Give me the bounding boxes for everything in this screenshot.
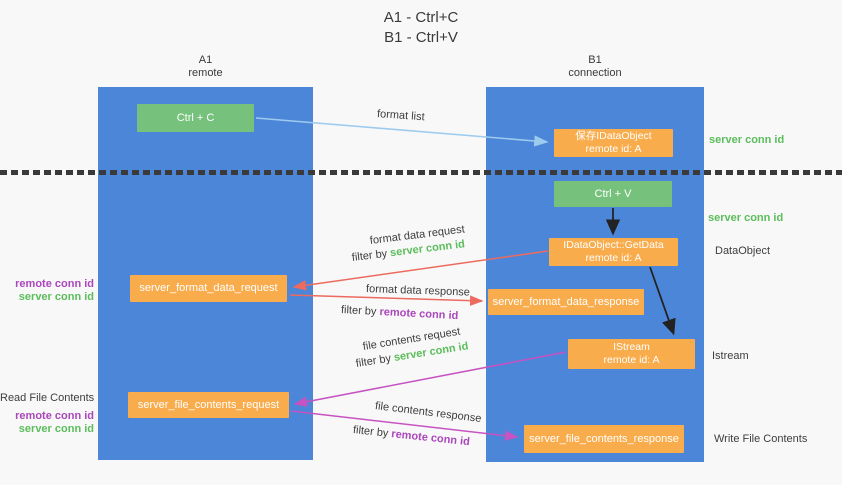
ctrl-v-label: Ctrl + V bbox=[594, 187, 632, 200]
dataobject-annotation: DataObject bbox=[715, 245, 771, 257]
left-conn-id-group-1: remote conn id server conn id bbox=[0, 278, 94, 304]
save-idataobject-line1: 保存IDataObject bbox=[575, 130, 652, 142]
server-file-contents-request-node: server_file_contents_request bbox=[128, 392, 289, 418]
server-conn-id-annotation-1: server conn id bbox=[18, 291, 94, 303]
ctrl-c-node: Ctrl + C bbox=[137, 104, 254, 132]
save-idataobject-node: 保存IDataObject remote id: A bbox=[554, 129, 673, 157]
read-file-contents-annotation: Read File Contents bbox=[0, 392, 95, 404]
server-format-data-request-label: server_format_data_request bbox=[139, 282, 278, 294]
write-file-contents-annotation: Write File Contents bbox=[714, 433, 808, 445]
server-format-data-request-node: server_format_data_request bbox=[130, 275, 287, 302]
save-idataobject-line2: remote id: A bbox=[585, 143, 642, 155]
server-file-contents-response-label: server_file_contents_response bbox=[529, 432, 679, 445]
getdata-to-istream-arrow bbox=[649, 266, 676, 336]
server-format-data-response-node: server_format_data_response bbox=[488, 289, 644, 315]
ctrl-c-label: Ctrl + C bbox=[176, 111, 215, 124]
server-conn-id-annotation-top: server conn id bbox=[709, 134, 785, 146]
title-line-1: A1 - Ctrl+C bbox=[383, 9, 459, 26]
getdata-line1: IDataObject::GetData bbox=[563, 239, 664, 251]
session-separator-dashed-line bbox=[0, 170, 842, 175]
column-a-subtitle: remote bbox=[188, 67, 223, 79]
server-conn-id-annotation-2: server conn id bbox=[18, 423, 94, 435]
idataobject-getdata-node: IDataObject::GetData remote id: A bbox=[549, 238, 678, 266]
remote-conn-id-annotation-1: remote conn id bbox=[15, 278, 94, 290]
format-data-request-arrow bbox=[292, 250, 549, 291]
istream-line2: remote id: A bbox=[603, 354, 660, 366]
istream-annotation: Istream bbox=[712, 350, 749, 362]
title-line-2: B1 - Ctrl+V bbox=[384, 29, 458, 46]
remote-conn-id-annotation-2: remote conn id bbox=[15, 410, 94, 422]
server-file-contents-response-node: server_file_contents_response bbox=[524, 425, 684, 453]
format-data-response-arrow bbox=[289, 294, 484, 306]
filter-by-text: filter by bbox=[352, 424, 389, 440]
server-format-data-response-label: server_format_data_response bbox=[492, 295, 640, 308]
istream-line1: IStream bbox=[613, 341, 650, 353]
left-conn-id-group-2: remote conn id server conn id bbox=[0, 410, 94, 436]
server-conn-id-annotation-mid: server conn id bbox=[708, 212, 784, 224]
filter-by-text: filter by bbox=[340, 304, 377, 318]
format-list-arrow bbox=[255, 117, 549, 147]
column-b-subtitle: connection bbox=[568, 67, 622, 79]
istream-node: IStream remote id: A bbox=[568, 339, 695, 369]
column-b-name: B1 bbox=[588, 54, 602, 66]
column-a-name: A1 bbox=[198, 54, 213, 66]
ctrl-v-node: Ctrl + V bbox=[554, 181, 672, 207]
column-a-header: A1 remote bbox=[98, 54, 313, 80]
page-title: A1 - Ctrl+C B1 - Ctrl+V bbox=[0, 8, 842, 48]
column-b-header: B1 connection bbox=[486, 54, 704, 80]
server-file-contents-request-label: server_file_contents_request bbox=[137, 398, 280, 411]
file-contents-request-arrow bbox=[293, 351, 567, 407]
file-contents-response-arrow bbox=[290, 410, 519, 441]
getdata-line2: remote id: A bbox=[585, 252, 642, 264]
